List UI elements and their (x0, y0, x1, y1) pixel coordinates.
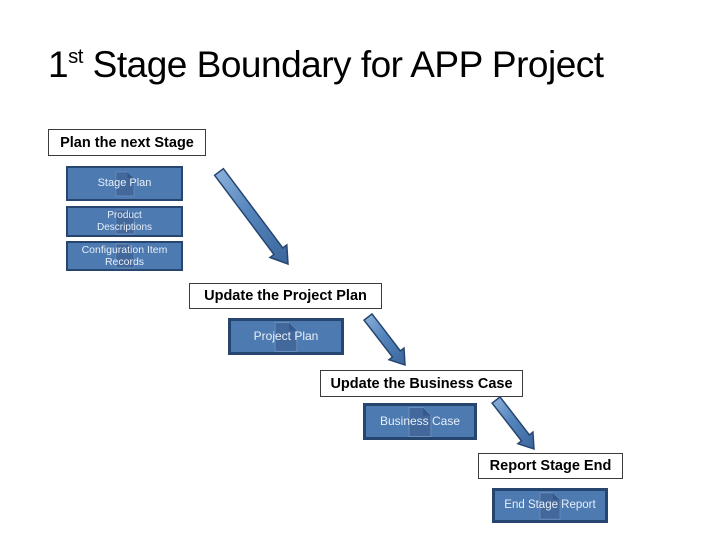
artifact-box-product-descriptions: Product Descriptions (66, 206, 183, 237)
down-right-arrow-icon-3 (491, 395, 535, 451)
activity-box-report-stage-end: Report Stage End (478, 453, 623, 479)
activity-box-update-project-plan: Update the Project Plan (189, 283, 382, 309)
activity-label: Update the Project Plan (204, 288, 367, 304)
artifact-label: Configuration Item Records (81, 243, 168, 268)
artifact-label: Project Plan (253, 328, 319, 343)
document-icon (115, 171, 134, 196)
document-icon (115, 243, 134, 269)
activity-label: Plan the next Stage (60, 134, 194, 151)
page-title: 1st Stage Boundary for APP Project (48, 44, 604, 86)
artifact-label: Stage Plan (97, 177, 152, 190)
activity-label: Report Stage End (489, 458, 612, 474)
title-ordinal-suffix: st (68, 45, 83, 68)
document-icon (408, 406, 432, 437)
document-icon (539, 491, 561, 520)
title-text: Stage Boundary for APP Project (82, 44, 604, 85)
artifact-box-business-case: Business Case (363, 403, 477, 440)
artifact-label: Business Case (379, 413, 461, 428)
activity-box-plan-next-stage: Plan the next Stage (48, 129, 206, 156)
activity-label: Update the Business Case (330, 375, 513, 392)
artifact-box-configuration-item-records: Configuration Item Records (66, 241, 183, 271)
artifact-label: End Stage Report (504, 498, 596, 511)
down-right-arrow-icon-2 (362, 312, 406, 367)
artifact-box-end-stage-report: End Stage Report (492, 488, 608, 523)
activity-box-update-business-case: Update the Business Case (320, 370, 523, 397)
artifact-box-stage-plan: Stage Plan (66, 166, 183, 201)
down-right-arrow-icon-1 (213, 167, 289, 266)
artifact-box-project-plan: Project Plan (228, 318, 344, 355)
artifact-label: Product Descriptions (96, 210, 153, 233)
title-number: 1 (48, 44, 69, 85)
document-icon (115, 209, 134, 234)
document-icon (274, 321, 298, 352)
